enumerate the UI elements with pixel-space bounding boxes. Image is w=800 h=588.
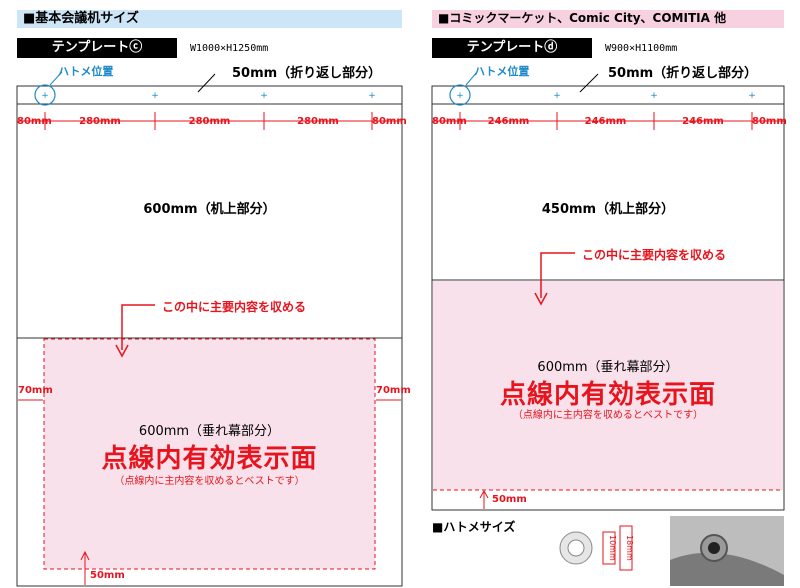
right-drape-label: 600mm（垂れ幕部分） — [537, 360, 679, 375]
left-pointer-arrow — [121, 304, 155, 350]
left-drape-label: 600mm（垂れ幕部分） — [138, 424, 281, 439]
left-dim-2: 280mm — [79, 116, 121, 127]
right-drape-fill — [433, 281, 783, 490]
left-side-dim-left-label: 70mm — [18, 385, 53, 396]
left-eyelet-4: + — [368, 91, 376, 101]
left-pointer-text: この中に主要内容を収める — [162, 300, 307, 314]
left-table-label: 600mm（机上部分） — [143, 202, 276, 217]
left-fold-arrow — [197, 73, 216, 93]
left-dim-5: 80mm — [372, 116, 407, 127]
eyelet-size-title: ■ハトメサイズ — [432, 520, 516, 534]
eyelet-outer-label: 18mm — [625, 535, 634, 561]
right-pointer-text: この中に主要内容を収める — [582, 248, 727, 262]
right-outline — [431, 85, 785, 511]
left-eyelet-1: + — [41, 91, 49, 101]
left-big-text: 点線内有効表示面 — [101, 444, 318, 474]
right-section-title: ■コミックマーケット、Comic City、COMITIA 他 — [432, 10, 784, 28]
right-dim-2: 246mm — [487, 116, 530, 127]
left-eyelet-2: + — [151, 91, 159, 101]
left-eyelet-pointer — [49, 71, 63, 86]
right-eyelet-1: + — [456, 91, 464, 101]
right-pointer-arrowhead — [534, 292, 548, 306]
right-pointer-arrow — [540, 252, 575, 298]
left-section-title: ■基本会議机サイズ — [17, 10, 402, 28]
eyelet-photo-hole — [708, 542, 720, 554]
right-fold-arrow — [579, 73, 599, 93]
eyelet-inner-label: 10mm — [608, 535, 617, 561]
right-dim-5: 80mm — [752, 116, 787, 127]
left-dim-3: 280mm — [188, 116, 231, 127]
eyelet-outer-dim-box — [619, 525, 633, 571]
right-dim-3: 246mm — [584, 116, 627, 127]
right-bottom-dim-label: 50mm — [492, 494, 527, 505]
eyelet-photo-shadow — [670, 552, 784, 586]
left-fold-label: 50mm（折り返し部分） — [232, 66, 382, 81]
left-size-note: W1000×H1250mm — [190, 43, 269, 54]
left-dim-1: 80mm — [17, 116, 52, 127]
right-eyelet-highlight — [449, 84, 471, 106]
left-template-label: テンプレートⓒ — [17, 38, 177, 58]
left-eyelet-3: + — [260, 91, 268, 101]
right-big-text: 点線内有効表示面 — [499, 380, 716, 410]
left-eyelet-highlight — [34, 84, 56, 106]
right-small-text: （点線内に主内容を収めるとベストです） — [512, 410, 704, 421]
right-eyelet-4: + — [748, 91, 756, 101]
left-outline — [16, 85, 403, 587]
right-template-label: テンプレートⓓ — [432, 38, 592, 58]
right-size-note: W900×H1100mm — [605, 43, 678, 54]
right-bottom-arrow-up — [479, 489, 489, 499]
left-pointer-arrowhead — [115, 344, 129, 358]
right-fold-label: 50mm（折り返し部分） — [608, 66, 758, 81]
left-drape-fill — [44, 339, 375, 569]
left-side-dim-right-label: 70mm — [376, 385, 411, 396]
eyelet-inner-dim-box — [602, 531, 616, 565]
right-dim-1: 80mm — [432, 116, 467, 127]
right-eyelet-3: + — [650, 91, 658, 101]
right-eyelet-label: ハトメ位置 — [474, 65, 530, 78]
left-bottom-arrow-up — [80, 550, 90, 561]
right-eyelet-pointer — [465, 71, 478, 86]
eyelet-inner-hole — [567, 539, 585, 557]
right-eyelet-2: + — [553, 91, 561, 101]
right-table-label: 450mm（机上部分） — [541, 202, 675, 217]
left-small-text: （点線内に主内容を収めるとベストです） — [114, 476, 305, 487]
left-bottom-dim-label: 50mm — [90, 570, 125, 581]
left-dim-4: 280mm — [297, 116, 339, 127]
right-dim-4: 246mm — [682, 116, 724, 127]
left-eyelet-label: ハトメ位置 — [58, 65, 114, 78]
